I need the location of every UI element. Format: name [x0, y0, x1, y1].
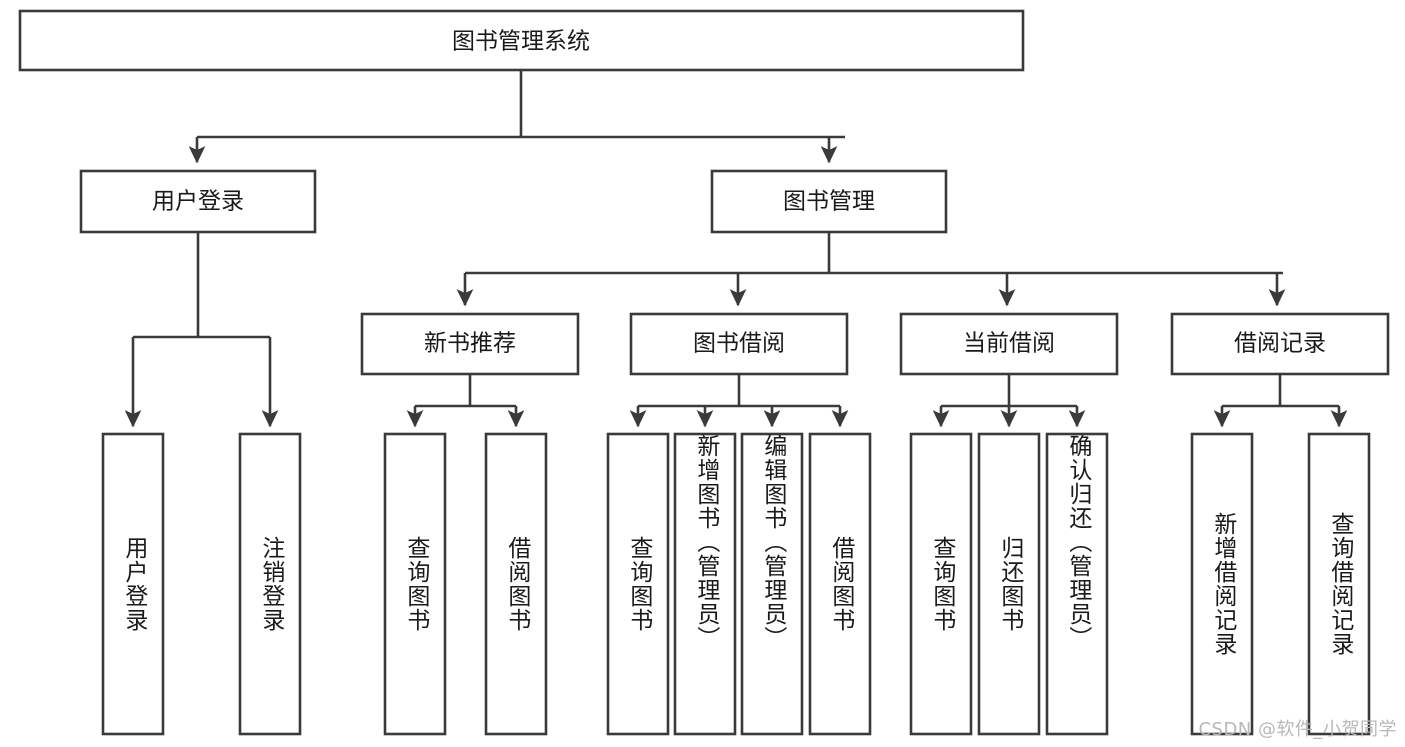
- leaf-box-borrow-book-2[interactable]: [808, 432, 872, 736]
- connector-root-to-level2: [188, 70, 845, 164]
- node-book-borrow[interactable]: 图书借阅: [629, 312, 849, 376]
- connector-book-borrow-to-leaves: [629, 374, 849, 428]
- node-user-login-label: 用户登录: [152, 189, 244, 215]
- connector-current-borrow-to-leaves: [932, 374, 1086, 428]
- watermark: CSDN @软件_小贺同学: [1198, 719, 1397, 740]
- node-borrow-record[interactable]: 借阅记录: [1170, 312, 1390, 376]
- node-borrow-record-label: 借阅记录: [1234, 331, 1326, 357]
- leaf-box-confirm-return[interactable]: [1045, 432, 1109, 736]
- node-book-borrow-label: 图书借阅: [693, 331, 785, 357]
- leaf-box-user-login[interactable]: [101, 432, 165, 736]
- node-root[interactable]: 图书管理系统: [18, 9, 1025, 72]
- node-new-book-recommend[interactable]: 新书推荐: [360, 312, 580, 376]
- leaf-box-borrow-book-1[interactable]: [484, 432, 548, 736]
- leaf-box-add-book[interactable]: [673, 432, 737, 736]
- leaf-box-query-book-2[interactable]: [606, 432, 670, 736]
- connector-user-login-to-leaves: [124, 232, 279, 428]
- node-current-borrow-label: 当前借阅: [963, 331, 1055, 357]
- node-new-book-recommend-label: 新书推荐: [424, 331, 516, 357]
- connector-book-manage-to-level3: [456, 232, 1286, 307]
- leaf-box-return-book[interactable]: [977, 432, 1041, 736]
- node-current-borrow[interactable]: 当前借阅: [899, 312, 1119, 376]
- leaf-box-query-record[interactable]: [1307, 432, 1371, 736]
- node-book-manage[interactable]: 图书管理: [710, 169, 948, 234]
- leaf-box-add-record[interactable]: [1190, 432, 1254, 736]
- leaf-box-edit-book[interactable]: [740, 432, 804, 736]
- leaf-boxes: [101, 432, 1371, 736]
- connector-borrow-record-to-leaves: [1213, 374, 1348, 428]
- connector-new-book-recommend-to-leaves: [406, 374, 525, 428]
- node-book-manage-label: 图书管理: [783, 189, 875, 215]
- leaf-box-query-book-3[interactable]: [909, 432, 973, 736]
- leaf-box-query-book-1[interactable]: [383, 432, 447, 736]
- node-root-label: 图书管理系统: [452, 29, 590, 55]
- node-user-login[interactable]: 用户登录: [79, 169, 317, 234]
- leaf-box-user-logout[interactable]: [238, 432, 302, 736]
